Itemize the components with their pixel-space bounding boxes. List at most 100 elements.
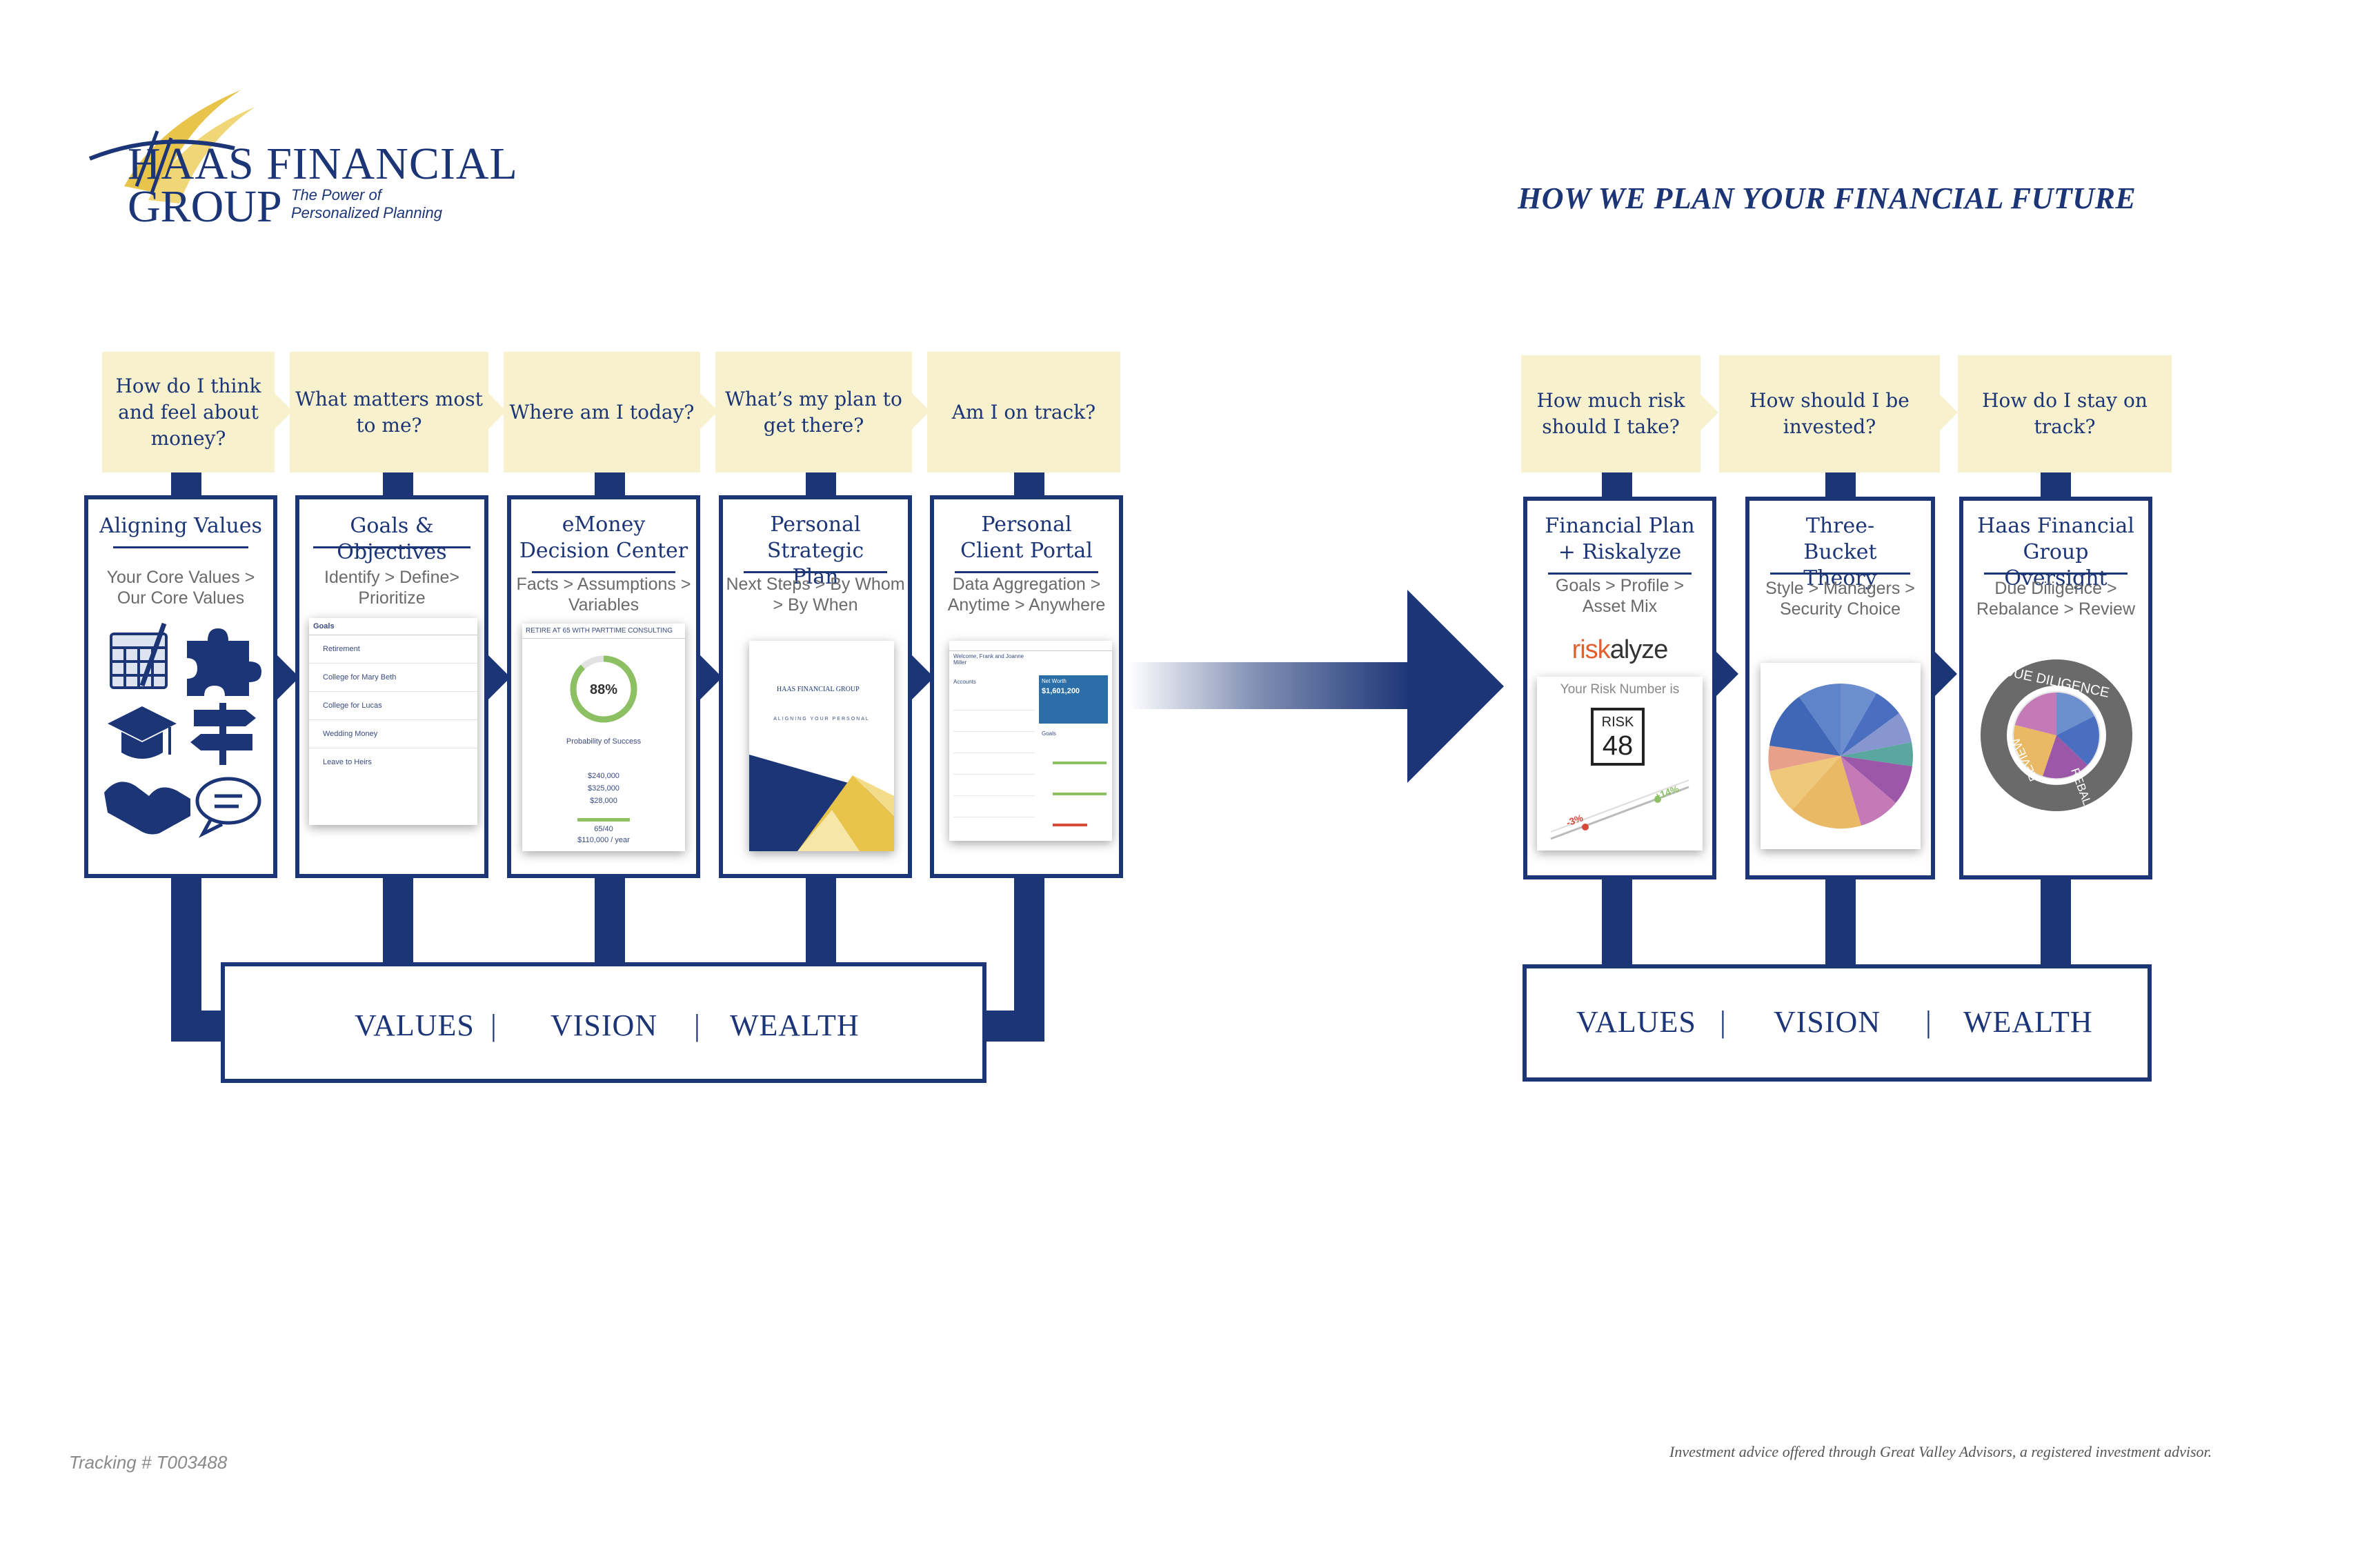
values-vision-wealth-bar: VALUES | VISION | WEALTH: [1523, 964, 2152, 1082]
logo-line1: HAAS FINANCIAL: [128, 139, 518, 189]
divider: [1548, 573, 1692, 575]
emoney-value: $325,000: [588, 784, 619, 793]
card-strategic-plan: Personal Strategic Plan Next Steps > By …: [719, 495, 912, 878]
disclaimer: Investment advice offered through Great …: [1669, 1443, 2212, 1460]
question-arrow-icon: [1940, 395, 1958, 430]
question-text: How should I be invested?: [1749, 389, 1910, 438]
portal-nav: [949, 641, 1112, 651]
riskalyze-brand-b: alyze: [1609, 635, 1669, 664]
question-box: How do I stay on track?: [1958, 355, 2172, 472]
success-percent: 88%: [589, 682, 618, 697]
divider: [313, 546, 470, 548]
question-box: How do I think and feel about money?: [102, 352, 275, 472]
divider: [113, 546, 248, 548]
risk-word: RISK: [1601, 715, 1634, 730]
plan-tagline: ALIGNING YOUR PERSONAL: [773, 717, 870, 722]
portal-welcome: Welcome, Frank and Joanne Miller: [953, 653, 1024, 666]
pie-chart: [1768, 684, 1914, 829]
emoney-screenshot: RETIRE AT 65 WITH PARTTIME CONSULTING 88…: [522, 624, 685, 851]
connector-stem: [1825, 876, 1856, 973]
card-subtitle: Goals > Profile > Asset Mix: [1555, 576, 1685, 616]
portal-accounts-label: Accounts: [953, 679, 976, 685]
connector-stem: [595, 876, 625, 973]
connector-stem: [595, 472, 625, 497]
plan-cover-art: [749, 755, 894, 851]
divider: [1984, 573, 2128, 575]
question-box: Where am I today?: [504, 352, 700, 472]
company-logo: [83, 83, 469, 235]
question-box: Am I on track?: [927, 352, 1120, 472]
card-financial-plan-riskalyze: Financial Plan + Riskalyze Goals > Profi…: [1523, 497, 1716, 879]
logo-tagline-2: Personalized Planning: [291, 204, 442, 221]
puzzle-icon: [187, 628, 261, 696]
connector-stem: [383, 472, 413, 497]
signpost-icon: [190, 703, 256, 765]
card-title: Haas Financial Group Oversight: [1977, 514, 2134, 590]
emoney-bar: [577, 818, 630, 822]
transition-arrow-head-icon: [1407, 590, 1504, 783]
risk-label: Your Risk Number is: [1560, 682, 1680, 697]
portal-accounts-list: [953, 689, 1035, 827]
question-text: What’s my plan to get there?: [725, 387, 902, 437]
question-text: How much risk should I take?: [1536, 389, 1685, 438]
card-subtitle: Next Steps > By Whom > By When: [726, 575, 905, 615]
chat-bubble-icon: [195, 777, 261, 838]
strategic-plan-screenshot: HAAS FINANCIAL GROUP ALIGNING YOUR PERSO…: [749, 641, 894, 851]
question-box: How much risk should I take?: [1521, 355, 1700, 472]
goal-row: College for Lucas: [309, 692, 477, 720]
emoney-value: $28,000: [590, 797, 617, 805]
question-arrow-icon: [912, 393, 930, 429]
three-bucket-screenshot: [1761, 663, 1921, 849]
connector-stem: [1602, 876, 1632, 973]
card-title: Aligning Values: [99, 514, 262, 538]
question-text: Where am I today?: [509, 400, 695, 424]
card-title: Three-Bucket Theory: [1803, 514, 1877, 590]
riskalyze-brand-a: risk: [1571, 635, 1611, 664]
question-arrow-icon: [275, 393, 292, 429]
divider: [744, 571, 887, 573]
card-client-portal: Personal Client Portal Data Aggregation …: [930, 495, 1123, 878]
emoney-header: RETIRE AT 65 WITH PARTTIME CONSULTING: [522, 624, 685, 639]
handshake-icon: [104, 782, 190, 835]
bar-separator: |: [694, 1008, 701, 1042]
emoney-footer: $110,000 / year: [577, 836, 630, 844]
divider: [1770, 573, 1910, 575]
card-title: Personal Strategic Plan: [766, 513, 864, 589]
goal-row: Wedding Money: [309, 720, 477, 748]
bar-wealth: WEALTH: [730, 1008, 860, 1042]
card-aligning-values: Aligning Values Your Core Values > Our C…: [84, 495, 277, 878]
portal-goal-bar: [1053, 762, 1107, 764]
logo-tagline: The Power of Personalized Planning: [291, 186, 442, 222]
card-subtitle: Facts > Assumptions > Variables: [516, 575, 691, 615]
question-text: Am I on track?: [951, 400, 1096, 424]
emoney-footer: 65/40: [594, 825, 613, 833]
question-arrow-icon: [1700, 395, 1718, 430]
divider: [532, 571, 675, 573]
success-caption: Probability of Success: [566, 737, 642, 746]
card-group-oversight: Haas Financial Group Oversight Due Dilig…: [1959, 497, 2152, 879]
connector-stem: [171, 472, 201, 497]
connector-stem: [1602, 472, 1632, 497]
graduation-cap-icon: [108, 706, 177, 759]
portal-goals-label: Goals: [1042, 730, 1056, 737]
flow-arrow-icon: [1935, 652, 1957, 696]
card-three-bucket-theory: Three-Bucket Theory Style > Managers > S…: [1745, 497, 1935, 879]
question-text: How do I stay on track?: [1982, 389, 2148, 438]
bar-wealth: WEALTH: [1963, 1005, 2093, 1039]
connector-stem: [383, 876, 413, 973]
bar-separator: |: [490, 1008, 497, 1042]
card-subtitle: Due Diligence > Rebalance > Review: [1976, 579, 2135, 619]
risk-range-graphic: [1550, 779, 1689, 840]
bar-separator: |: [1925, 1005, 1932, 1039]
success-gauge-icon: [570, 655, 637, 723]
card-emoney: eMoney Decision Center Facts > Assumptio…: [507, 495, 700, 878]
plan-brand: HAAS FINANCIAL GROUP: [777, 686, 860, 693]
flow-arrow-icon: [700, 655, 722, 699]
goal-row: College for Mary Beth: [309, 664, 477, 692]
portal-networth-panel: Net Worth $1,601,200: [1039, 675, 1108, 724]
connector-stem: [1014, 472, 1044, 497]
bar-vision: VISION: [551, 1008, 658, 1042]
question-box: How should I be invested?: [1719, 355, 1940, 472]
goal-row: Retirement: [309, 635, 477, 664]
flow-arrow-icon: [1716, 652, 1738, 696]
